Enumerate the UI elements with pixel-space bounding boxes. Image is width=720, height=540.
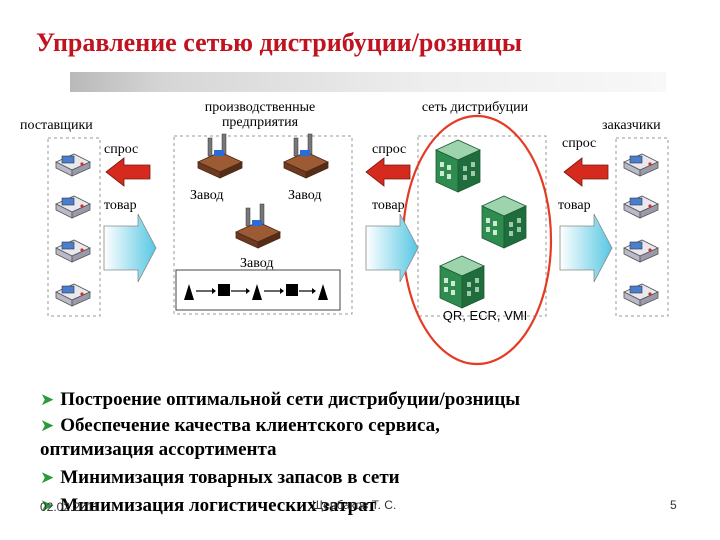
bullet-item-4: ➤Минимизация логистических затрат <box>40 495 377 516</box>
producers-label: производственные предприятия <box>204 100 316 130</box>
bullet-arrow-icon: ➤ <box>40 468 55 488</box>
customers-label: заказчики <box>602 118 661 133</box>
plant-label-3: Завод <box>240 256 274 271</box>
goods-label-1: товар <box>104 198 137 213</box>
bullet-item-2-continued: оптимизация ассортимента <box>40 439 277 460</box>
suppliers-label: поставщики <box>20 118 93 133</box>
plant-label-2: Завод <box>288 188 322 203</box>
bullet-arrow-icon: ➤ <box>40 390 55 410</box>
slide-title: Управление сетью дистрибуции/розницы <box>36 28 523 57</box>
network-label: сеть дистрибуции <box>421 100 529 115</box>
bullet-item-2: ➤Обеспечение качества клиентского сервис… <box>40 415 440 436</box>
bullet-item-1: ➤Построение оптимальной сети дистрибуции… <box>40 389 521 410</box>
title-underline-bar <box>70 72 666 92</box>
slide-number: 5 <box>670 498 677 512</box>
demand-label-3: спрос <box>562 136 597 151</box>
network-caption: QR, ECR, VMI <box>442 308 528 323</box>
goods-label-3: товар <box>558 198 591 213</box>
plant-label-1: Завод <box>190 188 224 203</box>
demand-label-1: спрос <box>104 142 139 157</box>
distribution-network-diagram <box>47 114 669 366</box>
footer-author: Щербаков Т. С. <box>312 498 397 512</box>
demand-label-2: спрос <box>372 142 407 157</box>
bullet-arrow-icon: ➤ <box>40 496 55 516</box>
bullet-item-3: ➤Минимизация товарных запасов в сети <box>40 467 400 488</box>
goods-label-2: товар <box>372 198 405 213</box>
footer-date: 02.02.2011 <box>40 500 100 514</box>
bullet-arrow-icon: ➤ <box>40 416 55 436</box>
